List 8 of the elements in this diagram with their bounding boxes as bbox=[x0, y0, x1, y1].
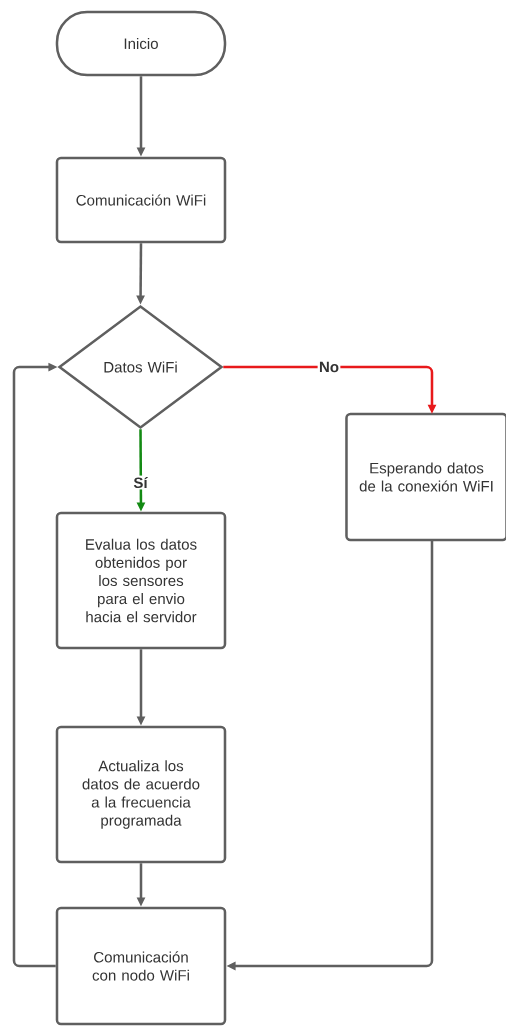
process-box: Evalua los datos obtenidos por los sensores para el envio hacia el servidor bbox=[55, 511, 227, 650]
process-box: Comunicación con nodo WiFi bbox=[55, 906, 227, 1026]
start-terminal: Inicio bbox=[55, 10, 227, 77]
process-box: Comunicación WiFi bbox=[55, 156, 227, 244]
process-box: Esperando datos de la conexión WiFI bbox=[345, 412, 506, 542]
edge-label: No bbox=[317, 360, 341, 374]
process-box: Actualiza los datos de acuerdo a la frecuencia programada bbox=[55, 725, 227, 864]
edge-label: Sí bbox=[132, 475, 149, 490]
